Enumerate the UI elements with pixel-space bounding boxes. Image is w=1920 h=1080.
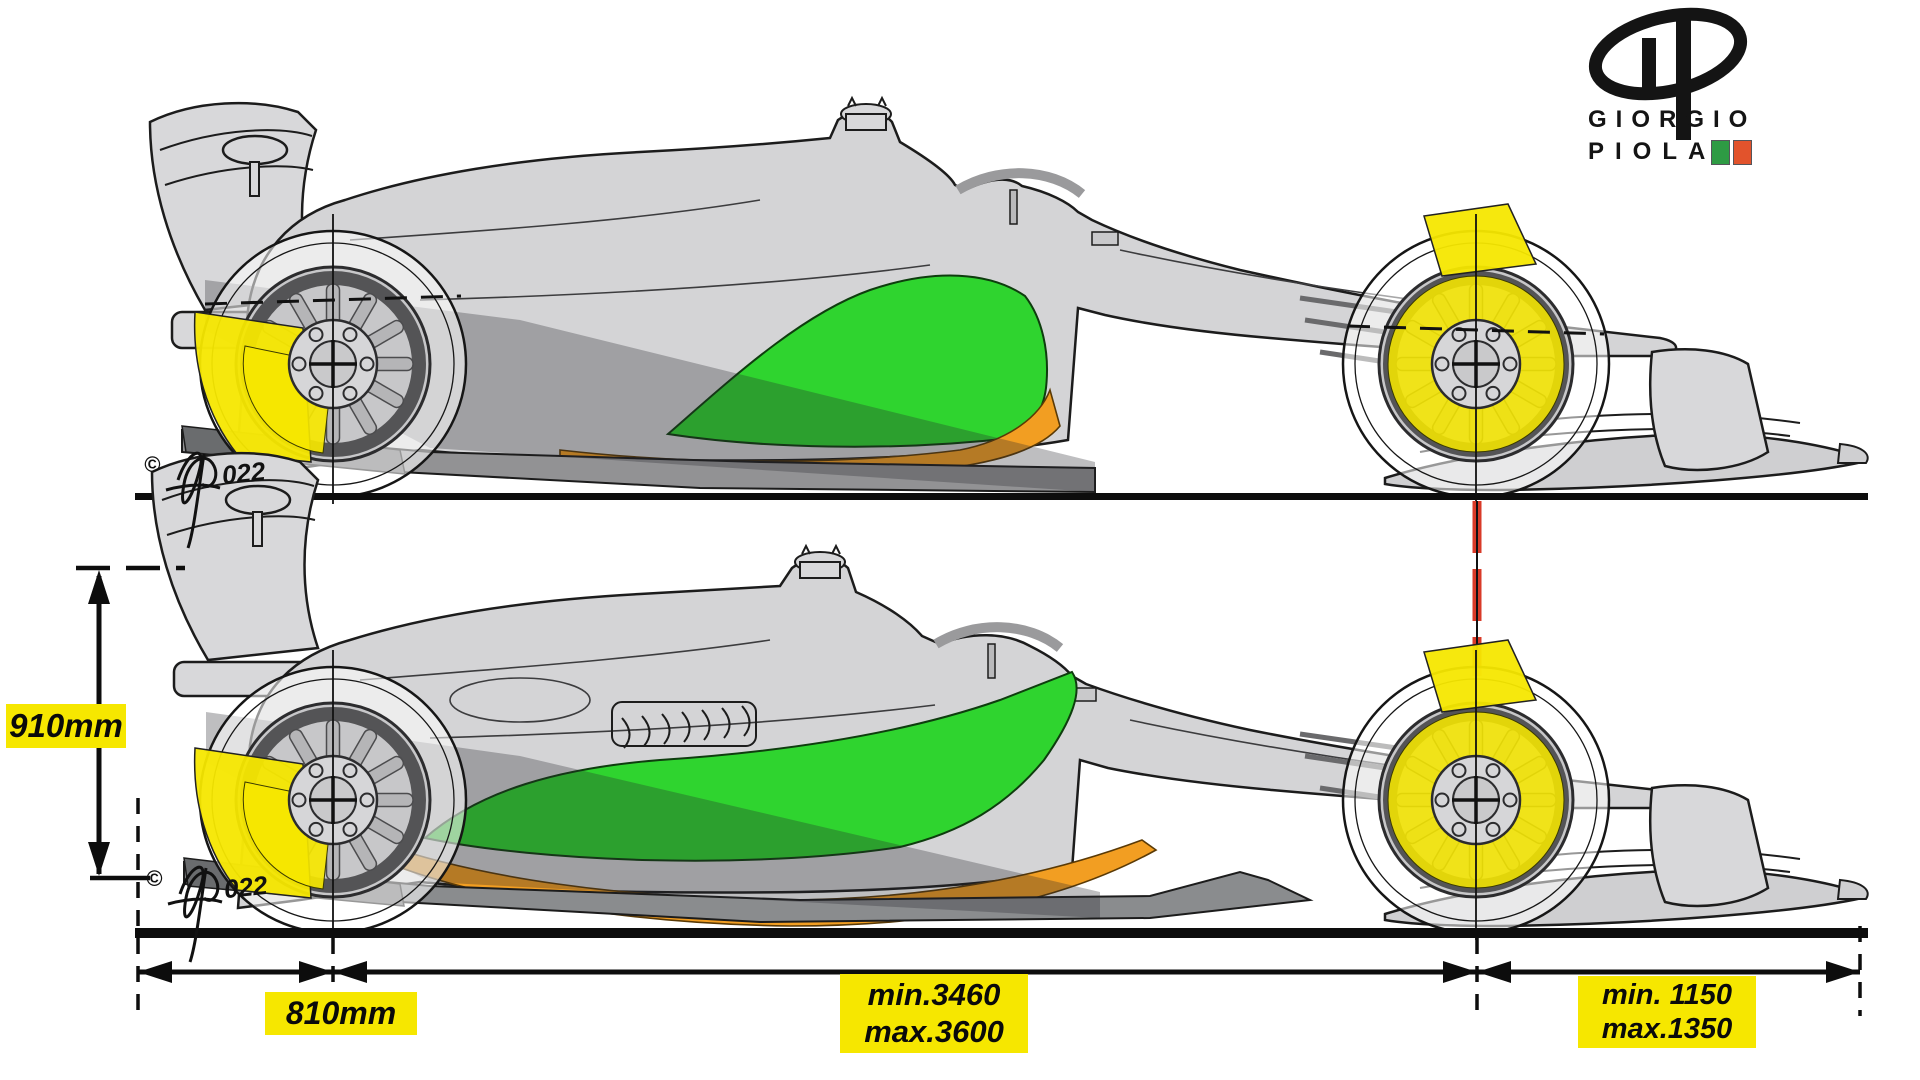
top-t-camera [840,95,892,131]
ground-line-bottom [135,928,1868,938]
bottom-t-camera [794,543,846,579]
signature-year-top: 022 [220,455,267,491]
top-halo-post [1009,189,1018,225]
italian-flag-green-icon [1711,140,1730,165]
top-green-highlight [665,274,1048,448]
giorgio-piola-logo-mark [1588,7,1748,140]
bottom-rear-wheel [195,650,466,940]
top-car-illustration [148,95,1869,504]
front-overhang-label: min. 1150 max.1350 [1578,976,1756,1048]
ground-line-top [135,493,1868,500]
front-overhang-min-text: min. 1150 [1601,978,1733,1011]
bottom-body-oval-line [449,677,591,723]
logo-text-piola: PIOLA [1588,138,1717,165]
top-rear-wheel [195,214,466,504]
bottom-cooling-gills [611,701,757,749]
bottom-green-highlight [422,670,1078,862]
wheelbase-label: min.3460 max.3600 [840,974,1028,1053]
length-dimension-line [138,961,1860,983]
bottom-halo-post [987,643,996,679]
rear-overhang-label: 810mm [265,992,417,1035]
height-dimension-910 [76,565,185,881]
italian-flag-red-icon [1733,140,1752,165]
wheelbase-max-text: max.3600 [864,1013,1004,1049]
top-front-wheel [1343,203,1609,504]
dimension-arrowheads [138,961,1860,983]
bottom-car-illustration [150,451,1869,940]
wheelbase-min-text: min.3460 [867,976,1001,1012]
front-overhang-max-text: max.1350 [1601,1013,1733,1045]
copyright-symbol-top: © [144,452,161,477]
height-label: 910mm [6,704,126,748]
top-halo [955,168,1086,198]
bottom-front-wheel [1343,639,1609,940]
signature-year-bottom: 022 [222,869,269,905]
copyright-symbol-bottom: © [146,866,163,891]
artist-signature-top [165,451,221,549]
logo-text-giorgio: GIORGIO [1588,106,1757,133]
top-mirror [1091,231,1119,246]
bottom-halo [933,622,1064,652]
artist-signature-bottom [167,865,223,963]
